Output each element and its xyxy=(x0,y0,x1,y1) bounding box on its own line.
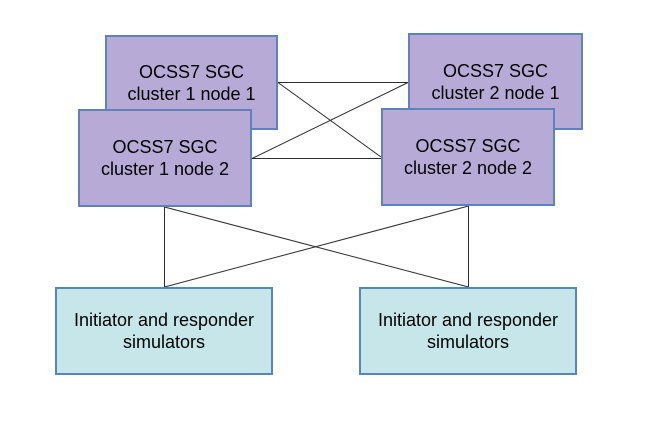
node-simulators-right: Initiator and responder simulators xyxy=(359,287,577,375)
connector-c2n2-simL xyxy=(164,205,469,288)
node-label: OCSS7 SGC cluster 2 node 1 xyxy=(431,60,560,103)
node-label: OCSS7 SGC cluster 1 node 2 xyxy=(100,137,230,179)
node-label: Initiator and responder simulators xyxy=(73,310,255,352)
node-label: OCSS7 SGC cluster 2 node 2 xyxy=(403,136,533,178)
node-label: Initiator and responder simulators xyxy=(377,310,559,352)
node-sgc-cluster1-node2: OCSS7 SGC cluster 1 node 2 xyxy=(78,109,252,207)
node-label: OCSS7 SGC cluster 1 node 1 xyxy=(127,61,256,104)
connector-c1n2-c2n1 xyxy=(251,82,409,159)
node-sgc-cluster2-node2: OCSS7 SGC cluster 2 node 2 xyxy=(381,108,555,206)
connector-c1n1-c2n2 xyxy=(277,82,382,158)
node-simulators-left: Initiator and responder simulators xyxy=(55,287,273,375)
